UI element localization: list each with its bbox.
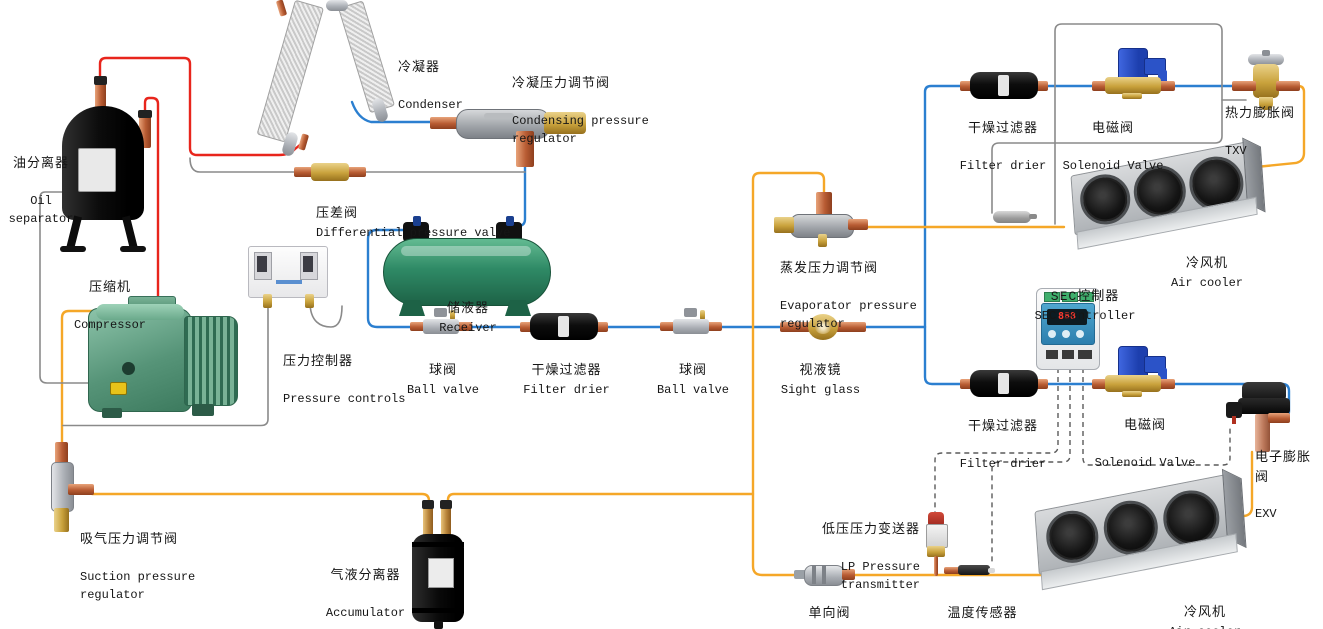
label-sec-controller: SEC控制器 SEC controller xyxy=(1034,289,1136,323)
label-pressure-controls: 压力控制器 Pressure controls xyxy=(283,354,406,406)
pipe-spr-to-compressor xyxy=(60,309,115,450)
aux-pipes xyxy=(39,23,1247,427)
sec-controller-graphic: 888 xyxy=(1036,288,1100,370)
accumulator-graphic xyxy=(408,500,468,629)
air-cooler-bottom-graphic xyxy=(1033,468,1249,591)
label-temp-sensor: 温度传感器 Temp. sensor xyxy=(947,606,1018,621)
compressor-graphic xyxy=(88,296,240,426)
label-filter-drier-liquid: 干燥过滤器 Filter drier xyxy=(523,363,610,397)
condenser-graphic xyxy=(256,0,408,170)
pressure-controls-graphic xyxy=(248,246,328,308)
label-condensing-pressure-regulator: 冷凝压力调节阀 Condensing pressure regulator xyxy=(512,76,649,146)
wire-sec-to-exv xyxy=(1082,368,1231,466)
pipe-epr-down-to-cooler2-line xyxy=(751,171,1054,577)
pipe-suction-main-right xyxy=(446,492,755,519)
pipe-differential-valve-line xyxy=(189,157,526,173)
label-ball-valve-1: 球阀 Ball valve xyxy=(406,363,479,397)
label-txv: 热力膨胀阀 TXV xyxy=(1225,106,1296,158)
filter-drier-mid-graphic xyxy=(960,369,1048,399)
suction-pressure-regulator-graphic xyxy=(44,442,100,534)
label-suction-pressure-regulator: 吸气压力调节阀 Suction pressure regulator xyxy=(80,532,196,602)
receiver-graphic xyxy=(383,216,551,320)
label-solenoid-valve-mid: 电磁阀 Solenoid Valve xyxy=(1094,418,1196,470)
oil-separator-graphic xyxy=(36,76,156,252)
label-exv: 电子膨胀阀 EXV xyxy=(1255,450,1312,521)
ball-valve-2-graphic xyxy=(660,308,722,340)
temp-sensor-graphic xyxy=(944,564,996,578)
label-compressor: 压缩机 Compressor xyxy=(73,280,146,332)
label-solenoid-valve-top: 电磁阀 Solenoid Valve xyxy=(1062,121,1164,173)
exv-graphic xyxy=(1224,382,1300,454)
evaporator-pressure-regulator-graphic xyxy=(774,192,870,250)
txv-graphic xyxy=(1228,50,1300,114)
label-air-cooler-bottom: 冷风机 Air cooler xyxy=(1169,605,1241,629)
solenoid-valve-mid-graphic xyxy=(1092,346,1182,398)
txv-sensing-bulb-graphic xyxy=(993,211,1037,225)
wire-sec-to-temp-sensor xyxy=(991,368,1071,564)
label-lp-transmitter: 低压压力变送器 LP Pressure transmitter xyxy=(821,522,920,592)
solenoid-valve-top-graphic xyxy=(1092,48,1182,100)
filter-drier-top-graphic xyxy=(960,71,1048,101)
filter-drier-liquid-graphic xyxy=(520,312,608,342)
label-accumulator: 气液分离器 Accumulator xyxy=(325,568,406,620)
liquid-pipes xyxy=(350,84,1291,420)
label-air-cooler-top: 冷风机 Air cooler xyxy=(1170,256,1243,290)
label-oil-separator: 油分离器 Oil separator xyxy=(0,136,82,246)
pipe-receiver-liquid-line xyxy=(366,228,927,329)
check-valve-graphic xyxy=(792,563,862,589)
label-sight-glass: 视液镜 Sight glass xyxy=(780,363,861,397)
wire-pressure-control-hp xyxy=(309,301,343,328)
label-check-valve: 单向阀 Check valve xyxy=(808,606,851,621)
sight-glass-graphic xyxy=(780,310,866,344)
label-zh: 油分离器 xyxy=(12,156,69,171)
label-condenser: 冷凝器 Condenser xyxy=(398,60,463,112)
label-en: Oil separator xyxy=(8,193,74,226)
label-filter-drier-mid: 干燥过滤器 Filter drier xyxy=(959,419,1047,471)
label-filter-drier-top: 干燥过滤器 Filter drier xyxy=(959,121,1047,173)
label-receiver: 储液器 Receiver xyxy=(439,301,497,335)
label-differential-pressure-valve: 压差阀 Differential pressure valve xyxy=(316,206,511,240)
wire-pressure-control-lp xyxy=(62,301,269,427)
condensing-pressure-regulator-graphic xyxy=(430,103,588,169)
lp-transmitter-graphic xyxy=(921,512,951,578)
pipe-condenser-to-cpr xyxy=(350,100,458,124)
ball-valve-1-graphic xyxy=(410,308,472,340)
pipe-compressor-to-oil-separator xyxy=(143,96,160,310)
txv-capillary-and-equalizer xyxy=(991,23,1223,225)
control-wires xyxy=(934,368,1231,564)
differential-pressure-valve-graphic xyxy=(294,160,366,184)
pipe-oil-return-line xyxy=(39,191,93,384)
pipe-riser-to-top-circuit xyxy=(923,84,1248,329)
label-ball-valve-2: 球阀 Ball valve xyxy=(656,363,729,397)
pipe-txv-to-air-cooler-top xyxy=(1234,84,1306,171)
label-evaporator-pressure-regulator: 蒸发压力调节阀 Evaporator pressure regulator xyxy=(780,261,917,331)
